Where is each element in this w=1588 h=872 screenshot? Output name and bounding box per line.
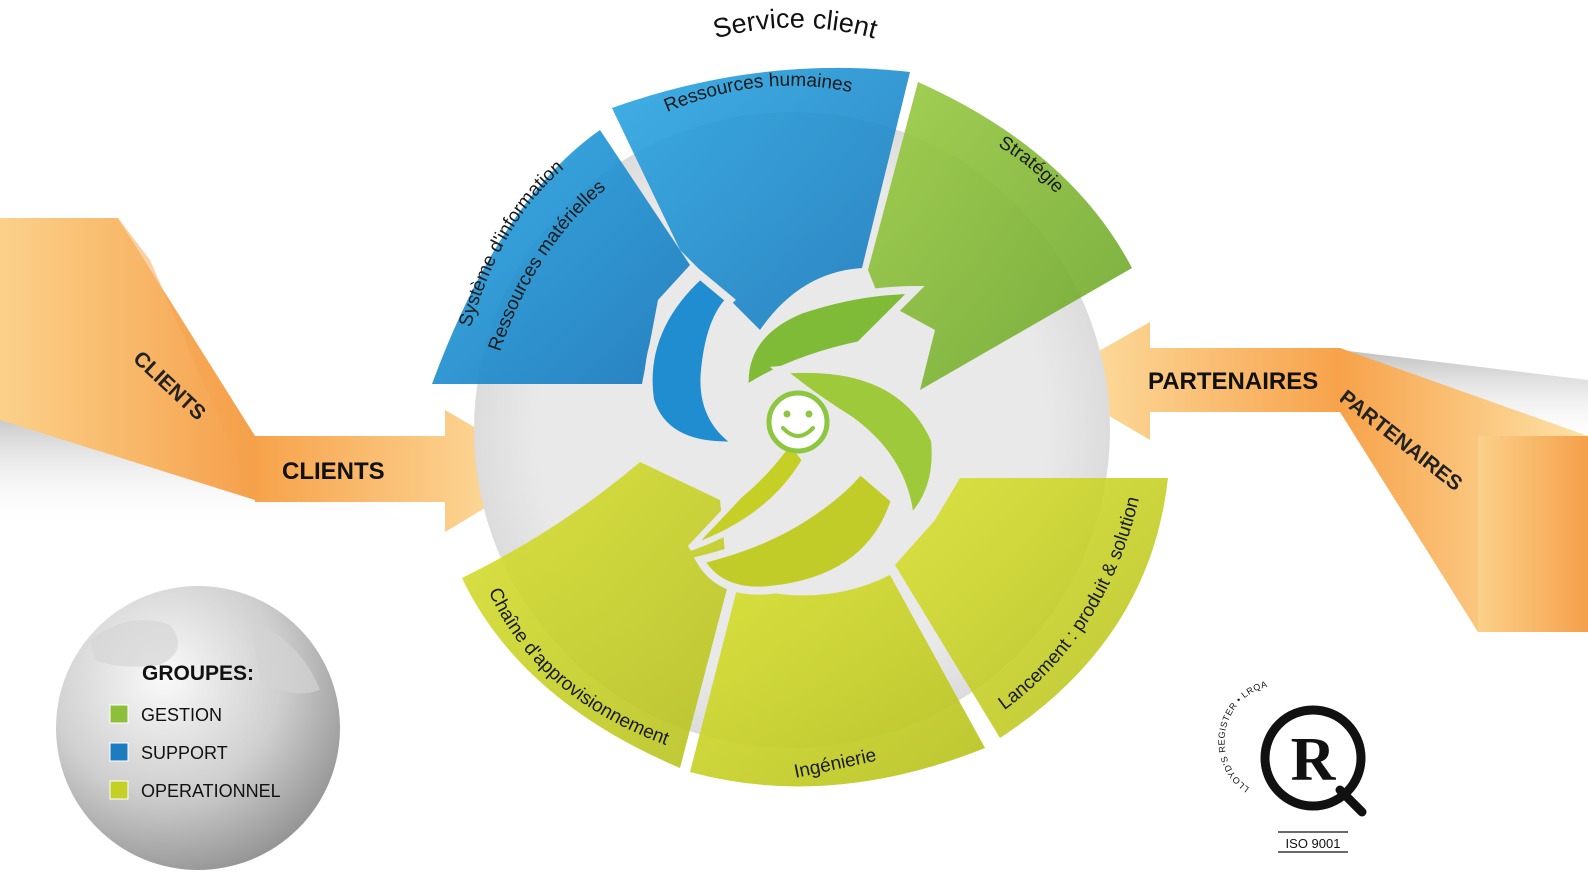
logo-ring — [1260, 705, 1366, 811]
partenaires-ribbon: PARTENAIRES — [1335, 348, 1588, 632]
segment-systeme-information — [432, 130, 690, 384]
legend: GROUPES: GESTION SUPPORT OPERATIONNEL — [56, 586, 340, 870]
logo-mark: R — [1291, 726, 1337, 794]
legend-swatch-operationnel — [109, 780, 129, 800]
partenaires-arrow: PARTENAIRES — [1048, 322, 1340, 440]
clients-arrow-label: CLIENTS — [282, 458, 385, 485]
legend-title: GROUPES: — [142, 662, 254, 685]
smiley-icon — [766, 390, 830, 454]
swirl-icon — [644, 269, 940, 595]
partenaires-arrow-label: PARTENAIRES — [1148, 368, 1318, 395]
iso-certification-logo: LLOYD'S REGISTER • LRQA R ISO 9001 — [1216, 679, 1367, 853]
legend-swatch-support — [109, 742, 129, 762]
segment-chaine — [462, 462, 728, 768]
legend-label-gestion: GESTION — [141, 705, 222, 725]
logo-iso-label: ISO 9001 — [1286, 836, 1341, 851]
process-wheel: Service client Ressources humaines Systè… — [432, 3, 1168, 787]
segment-ingenierie — [690, 575, 985, 787]
globe-icon — [56, 586, 340, 870]
legend-label-support: SUPPORT — [141, 743, 228, 763]
segment-strategie — [868, 82, 1132, 390]
segment-lancement — [895, 478, 1168, 738]
segment-ressources-humaines — [612, 67, 910, 330]
logo-ring-text: LLOYD'S REGISTER • LRQA — [1216, 679, 1268, 795]
diagram-title: Service client — [710, 3, 881, 44]
legend-label-operationnel: OPERATIONNEL — [141, 781, 281, 801]
legend-swatch-gestion — [109, 704, 129, 724]
